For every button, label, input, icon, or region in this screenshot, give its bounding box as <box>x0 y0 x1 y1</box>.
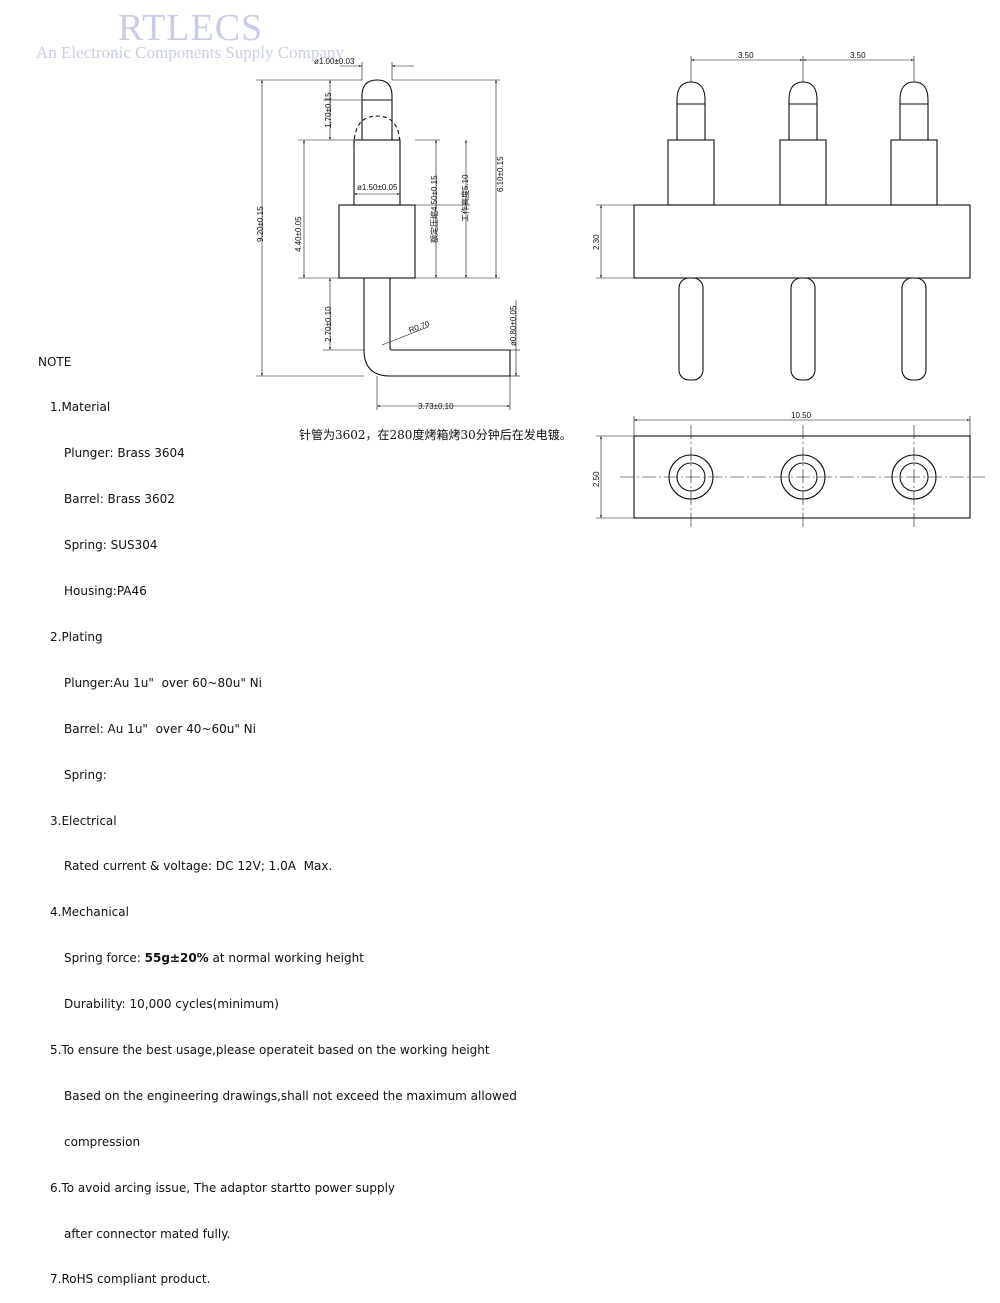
free-height-label: 6.10±0.15 <box>496 156 505 192</box>
side-view-pin <box>338 79 511 377</box>
tail-dia-label: ø0.80±0.05 <box>509 305 518 346</box>
tail-length-label: 2.70±0.10 <box>324 306 333 342</box>
side-view-dimensions <box>256 62 520 410</box>
top-view-housing <box>620 425 985 530</box>
watermark-title: RTLECS <box>118 7 264 49</box>
note-usage-3: compression <box>64 1134 141 1149</box>
note-plunger-plating: Plunger:Au 1u" over 60~80u" Ni <box>64 675 262 690</box>
front-pin-3 <box>890 81 938 381</box>
compressed-height-label: 额定压缩4.50±0.15 <box>429 175 439 243</box>
tail-reach-label: 3.73±0.10 <box>418 402 454 411</box>
front-housing <box>633 204 971 279</box>
note-barrel-plating: Barrel: Au 1u" over 40~60u" Ni <box>64 721 256 736</box>
note-rated-current: Rated current & voltage: DC 12V; 1.0A Ma… <box>64 859 333 874</box>
note-barrel-material: Barrel: Brass 3602 <box>64 492 175 507</box>
plunger-dia-label: ø1.00±0.03 <box>314 57 355 66</box>
working-height-label: 工作高度5.10 <box>460 174 470 222</box>
pitch-1-label: 3.50 <box>738 51 754 60</box>
top-hole-1 <box>668 425 714 530</box>
top-view-labels: 10.50 2.50 <box>592 411 812 487</box>
watermark-subtitle: An Electronic Components Supply Company <box>36 43 344 62</box>
front-view-connector <box>633 81 971 381</box>
note-plating: 2.Plating <box>50 629 103 644</box>
note-usage-2: Based on the engineering drawings,shall … <box>64 1088 517 1103</box>
note-plunger-material: Plunger: Brass 3604 <box>64 446 185 461</box>
note-usage: 5.To ensure the best usage,please operat… <box>50 1042 490 1057</box>
top-hole-2 <box>780 425 826 530</box>
front-pin-1 <box>667 81 715 381</box>
housing-height-label: 2.30 <box>592 234 601 250</box>
note-mechanical: 4.Mechanical <box>50 905 129 920</box>
note-spring-force: Spring force: 55g±20% at normal working … <box>38 951 517 966</box>
note-arcing-2: after connector mated fully. <box>64 1226 231 1241</box>
housing-depth-label: 2.50 <box>592 471 601 487</box>
technical-drawing: ø1.00±0.03 1.70±0.15 9.20±0.15 4.40±0.05… <box>256 51 985 530</box>
note-rohs: 7.RoHS compliant product. <box>50 1272 211 1287</box>
spring-force-suffix: at normal working height <box>208 951 364 966</box>
notes-heading: NOTE <box>38 354 72 369</box>
top-view-dimensions <box>596 416 971 519</box>
front-pin-2 <box>779 81 827 381</box>
spring-force-prefix: Spring force: <box>64 951 145 966</box>
note-durability: Durability: 10,000 cycles(minimum) <box>64 997 279 1012</box>
barrel-length-label: 4.40±0.05 <box>294 216 303 252</box>
tip-length-label: 1.70±0.15 <box>324 92 333 128</box>
total-length-label: 9.20±0.15 <box>256 206 265 242</box>
front-view-labels: 3.50 3.50 2.30 <box>592 51 866 250</box>
chinese-process-note: 针管为3602，在280度烤箱烤30分钟后在发电镀。 <box>299 428 572 442</box>
front-view-dimensions <box>596 56 915 279</box>
note-arcing: 6.To avoid arcing issue, The adaptor sta… <box>50 1180 396 1195</box>
top-hole-3 <box>891 425 937 530</box>
note-spring-plating: Spring: <box>64 767 107 782</box>
housing-width-label: 10.50 <box>791 411 812 420</box>
note-spring-material: Spring: SUS304 <box>64 538 158 553</box>
note-material: 1.Material <box>50 400 111 415</box>
notes-block: NOTE 1.Material Plunger: Brass 3604 Barr… <box>38 324 517 1303</box>
spring-force-value: 55g±20% <box>144 951 209 966</box>
note-electrical: 3.Electrical <box>50 813 117 828</box>
barrel-dia-label: ø1.50±0.05 <box>357 183 398 192</box>
note-housing-material: Housing:PA46 <box>64 584 147 599</box>
pitch-2-label: 3.50 <box>850 51 866 60</box>
